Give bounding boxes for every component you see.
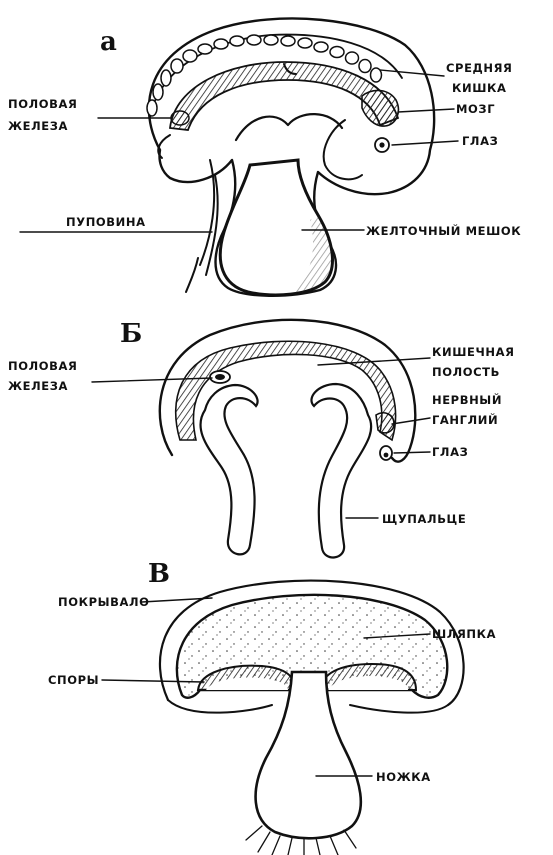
- tail-curl: [158, 135, 170, 158]
- label-gonad-b-1: ПОЛОВАЯ: [8, 359, 77, 373]
- label-gonad-a-2: ЖЕЛЕЗА: [8, 119, 68, 133]
- label-spores: СПОРЫ: [48, 673, 99, 687]
- panel-a-letter: a: [100, 27, 117, 57]
- tentacle-left: [200, 385, 257, 554]
- label-gonad-a-1: ПОЛОВАЯ: [8, 97, 77, 111]
- label-intestinal-cavity-2: ПОЛОСТЬ: [432, 365, 500, 379]
- gonad-b-core: [215, 374, 225, 380]
- label-gonad-b-2: ЖЕЛЕЗА: [8, 379, 68, 393]
- label-eye-b: ГЛАЗ: [432, 445, 468, 459]
- nerve-ganglion: [376, 413, 394, 433]
- label-nerve-ganglion-1: НЕРВНЫЙ: [432, 392, 502, 407]
- label-umbilical-cord: ПУПОВИНА: [66, 215, 146, 229]
- panel-v-mushroom: В ПОКРЫВАЛО: [48, 559, 496, 855]
- label-midgut-2: КИШКА: [452, 81, 507, 95]
- label-brain: МОЗГ: [456, 102, 495, 116]
- panel-b-cephalopod: Б ПОЛОВАЯ ЖЕЛЕЗА КИШЕЧНАЯ ПОЛОСТЬ НЕРВНЫ…: [8, 319, 515, 557]
- label-stalk: НОЖКА: [376, 770, 431, 784]
- label-midgut-1: СРЕДНЯЯ: [446, 61, 513, 75]
- eye-a-pupil: [379, 142, 384, 147]
- tentacle-right: [311, 384, 371, 557]
- panel-v-letter: В: [148, 559, 170, 589]
- label-tentacle: ЩУПАЛЬЦЕ: [382, 512, 466, 526]
- brain: [362, 90, 398, 126]
- head-contour: [324, 120, 362, 179]
- label-cap: ШЛЯПКА: [432, 627, 496, 641]
- panel-b-letter: Б: [120, 319, 142, 349]
- label-veil: ПОКРЫВАЛО: [58, 595, 150, 609]
- stalk: [256, 672, 361, 838]
- label-intestinal-cavity-1: КИШЕЧНАЯ: [432, 345, 515, 359]
- gut-stalk: [236, 114, 342, 140]
- label-yolk-sac: ЖЕЛТОЧНЫЙ МЕШОК: [366, 223, 521, 238]
- label-nerve-ganglion-2: ГАНГЛИЙ: [432, 412, 498, 427]
- gonad-a: [171, 111, 189, 125]
- eye-b-pupil: [384, 453, 389, 458]
- label-eye-a: ГЛАЗ: [462, 134, 498, 148]
- panel-a-embryo: a: [8, 18, 521, 295]
